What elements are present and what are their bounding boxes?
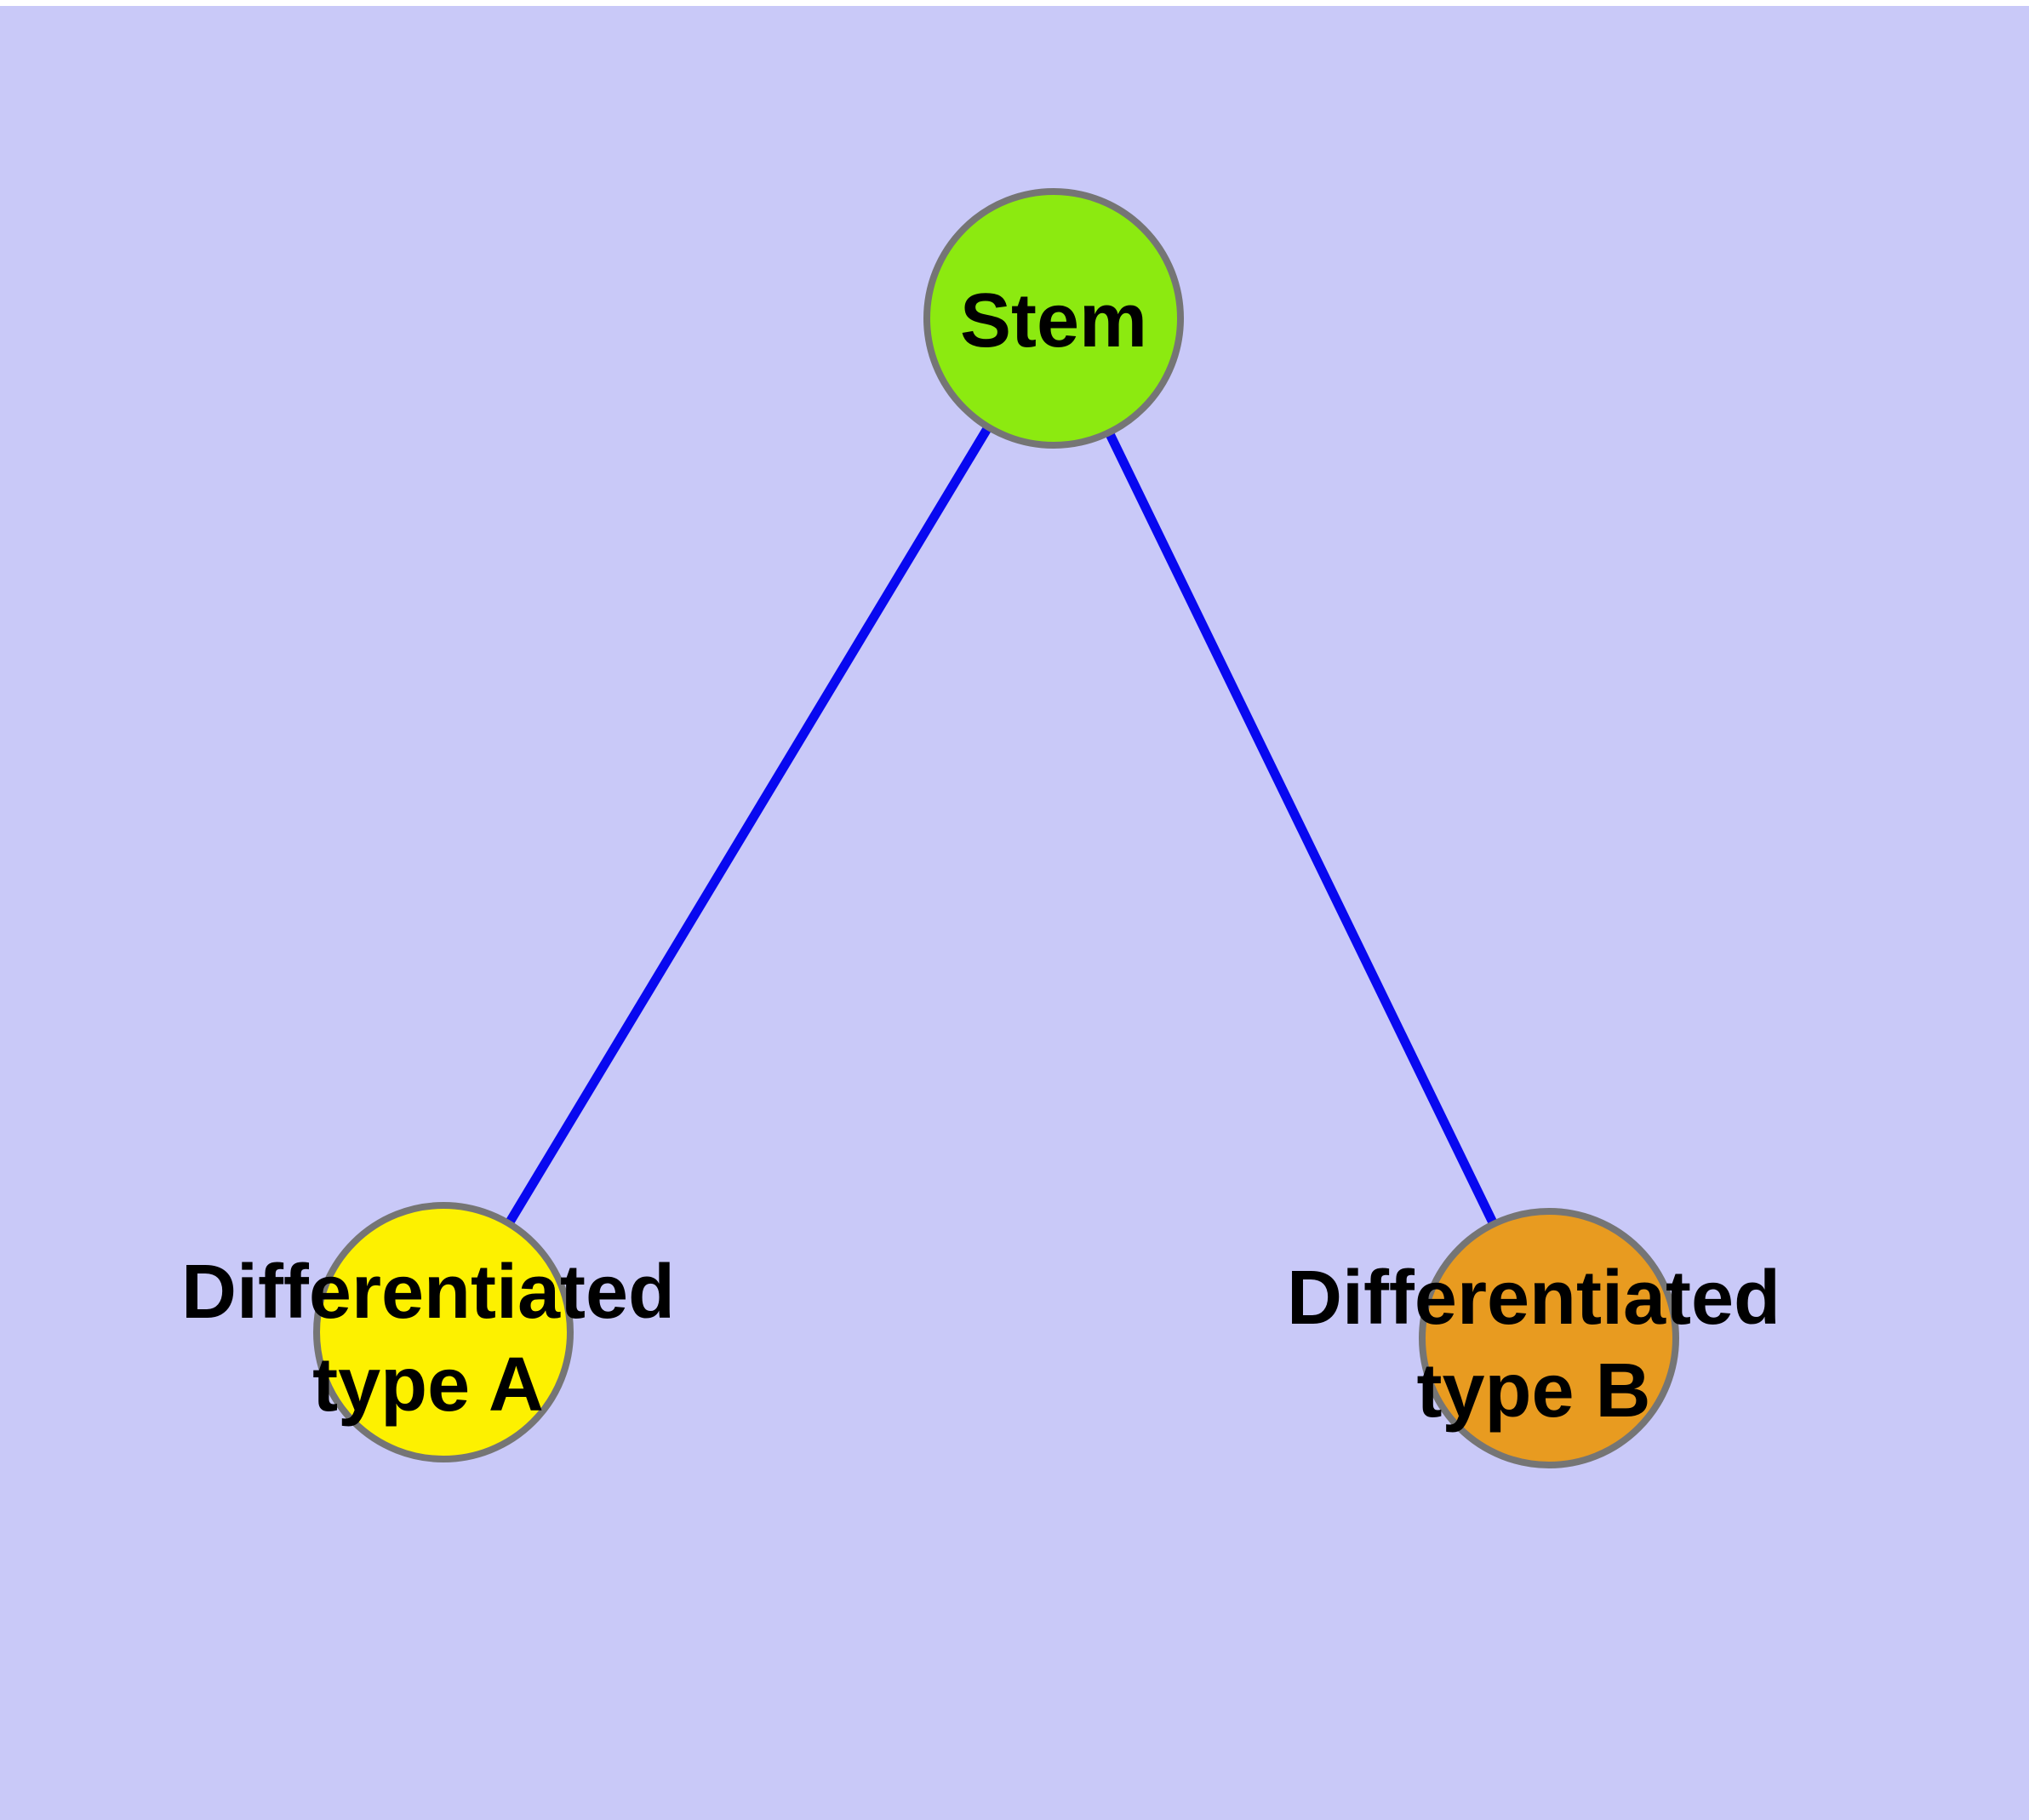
node-circle-differentiated-type-b xyxy=(1419,1208,1679,1468)
node-circle-differentiated-type-a xyxy=(313,1202,574,1462)
edge-stem-to-differentiated-type-a xyxy=(439,316,1058,1335)
edge-stem-to-differentiated-type-b xyxy=(1049,316,1553,1341)
node-label-stem: Stem xyxy=(960,278,1147,363)
node-stem: Stem xyxy=(923,188,1184,449)
node-circle-stem xyxy=(923,188,1184,449)
edges-layer xyxy=(439,316,1553,1341)
